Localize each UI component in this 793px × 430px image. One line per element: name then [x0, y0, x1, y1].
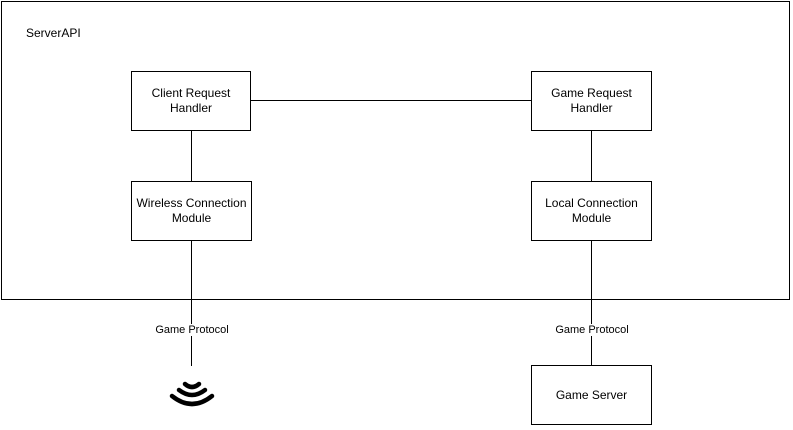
wifi-arc-large — [169, 393, 215, 407]
game-server-node: Game Server — [531, 365, 652, 425]
serverapi-container: ServerAPI — [1, 1, 790, 300]
local-to-game-server-line — [591, 241, 592, 365]
serverapi-label: ServerAPI — [26, 26, 81, 40]
wifi-arc-small — [182, 381, 202, 390]
client-handler-to-wireless-line — [191, 130, 192, 182]
wifi-arc-medium — [176, 387, 208, 398]
game-handler-to-local-line — [591, 130, 592, 182]
client-request-handler-node: Client Request Handler — [131, 71, 251, 131]
wifi-signal-icon — [169, 381, 215, 407]
wireless-connection-module-node: Wireless Connection Module — [131, 181, 252, 241]
wireless-protocol-label: Game Protocol — [153, 324, 231, 336]
local-connection-module-node: Local Connection Module — [531, 181, 652, 241]
game-request-handler-node: Game Request Handler — [531, 71, 652, 131]
wireless-to-antenna-line — [191, 241, 192, 366]
server-protocol-label: Game Protocol — [553, 324, 631, 336]
handler-to-handler-line — [251, 100, 531, 101]
